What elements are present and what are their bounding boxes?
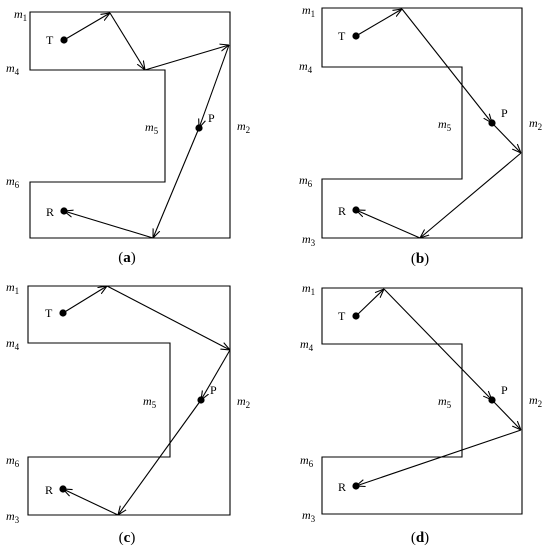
point-t-d (352, 312, 360, 320)
wall-label-m1-b: m1 (302, 3, 315, 19)
point-r-d (352, 482, 360, 490)
room-outline-a (29, 11, 231, 239)
panel-a: T P Rm1 m4 m5 m2 m6 (a) (6, 7, 250, 266)
wall-label-m2-a: m2 (237, 119, 250, 135)
panel-d: T P Rm1 m4 m5 m2 m6 m3 (d) (300, 281, 542, 546)
wall-label-m6-d: m6 (300, 453, 314, 469)
caption-a: (a) (118, 250, 136, 266)
point-label-t-d: T (338, 309, 346, 323)
point-p-a (195, 124, 203, 132)
point-label-p-a: P (208, 111, 215, 125)
wall-label-m3-b: m3 (302, 232, 316, 248)
point-label-t-b: T (338, 29, 346, 43)
wall-label-m4-c: m4 (6, 336, 20, 352)
wall-label-m5-b: m5 (438, 117, 452, 133)
point-label-t-c: T (45, 306, 53, 320)
ray-segment-b-3 (491, 122, 521, 153)
point-r-c (59, 485, 67, 493)
wall-label-m1-d: m1 (302, 281, 315, 297)
wall-label-m4-a: m4 (6, 61, 20, 77)
wall-label-m6-b: m6 (299, 173, 313, 189)
point-t-a (60, 36, 68, 44)
room-outline-b (321, 7, 523, 239)
ray-segment-c-5 (63, 489, 119, 516)
point-r-b (352, 206, 360, 214)
ray-segment-a-4 (199, 44, 230, 128)
point-label-p-c: P (210, 383, 217, 397)
wall-label-m5-d: m5 (438, 394, 452, 410)
wall-label-m2-d: m2 (529, 393, 542, 409)
point-t-b (352, 32, 360, 40)
wall-label-m5-a: m5 (145, 120, 159, 136)
wall-label-m3-d: m3 (302, 508, 316, 524)
point-label-r-d: R (338, 480, 346, 494)
point-label-p-d: P (501, 383, 508, 397)
ray-segment-a-3 (144, 45, 229, 71)
point-p-c (197, 396, 205, 404)
wall-label-m1-a: m1 (14, 7, 27, 23)
caption-c: (c) (119, 530, 136, 546)
wall-label-m6-a: m6 (6, 174, 20, 190)
room-outline-c (27, 285, 231, 516)
ray-segment-a-6 (64, 211, 154, 239)
ray-segment-b-4 (420, 152, 522, 238)
ray-segment-c-4 (118, 399, 202, 515)
ray-segment-b-2 (401, 8, 492, 123)
panel-c: T P Rm1 m4 m5 m2 m6 m3 (c) (6, 280, 250, 546)
ray-segment-a-1 (63, 13, 110, 41)
ray-segment-d-1 (355, 289, 384, 317)
wall-label-m4-b: m4 (299, 59, 313, 75)
ray-segment-d-2 (383, 288, 492, 400)
point-label-p-b: P (501, 106, 508, 120)
wall-label-m4-d: m4 (300, 337, 314, 353)
wall-label-m6-c: m6 (6, 453, 20, 469)
ray-segment-a-2 (109, 12, 145, 70)
caption-d: (d) (411, 530, 429, 546)
ray-segment-c-2 (106, 285, 230, 350)
room-outline-d (321, 287, 523, 515)
point-p-d (488, 396, 496, 404)
caption-b: (b) (411, 251, 429, 267)
panel-b: T P Rm1 m4 m5 m2 m6 m3 (b) (299, 3, 542, 267)
wall-label-m1-c: m1 (6, 280, 19, 296)
ray-segment-b-5 (356, 210, 421, 239)
ray-segment-d-3 (491, 399, 521, 430)
ray-segment-d-4 (356, 429, 522, 486)
point-label-r-a: R (46, 205, 54, 219)
wall-label-m2-b: m2 (529, 116, 542, 132)
point-label-t-a: T (46, 33, 54, 47)
wall-label-m2-c: m2 (237, 394, 250, 410)
point-r-a (60, 207, 68, 215)
wall-label-m5-c: m5 (143, 394, 157, 410)
point-label-r-c: R (45, 483, 53, 497)
point-p-b (488, 119, 496, 127)
ray-segment-b-1 (355, 9, 402, 37)
point-t-c (59, 309, 67, 317)
wall-label-m3-c: m3 (6, 509, 20, 525)
point-label-r-b: R (338, 204, 346, 218)
ray-segment-a-5 (153, 127, 200, 238)
ray-segment-c-1 (62, 286, 107, 314)
ray-segment-c-3 (201, 349, 231, 400)
